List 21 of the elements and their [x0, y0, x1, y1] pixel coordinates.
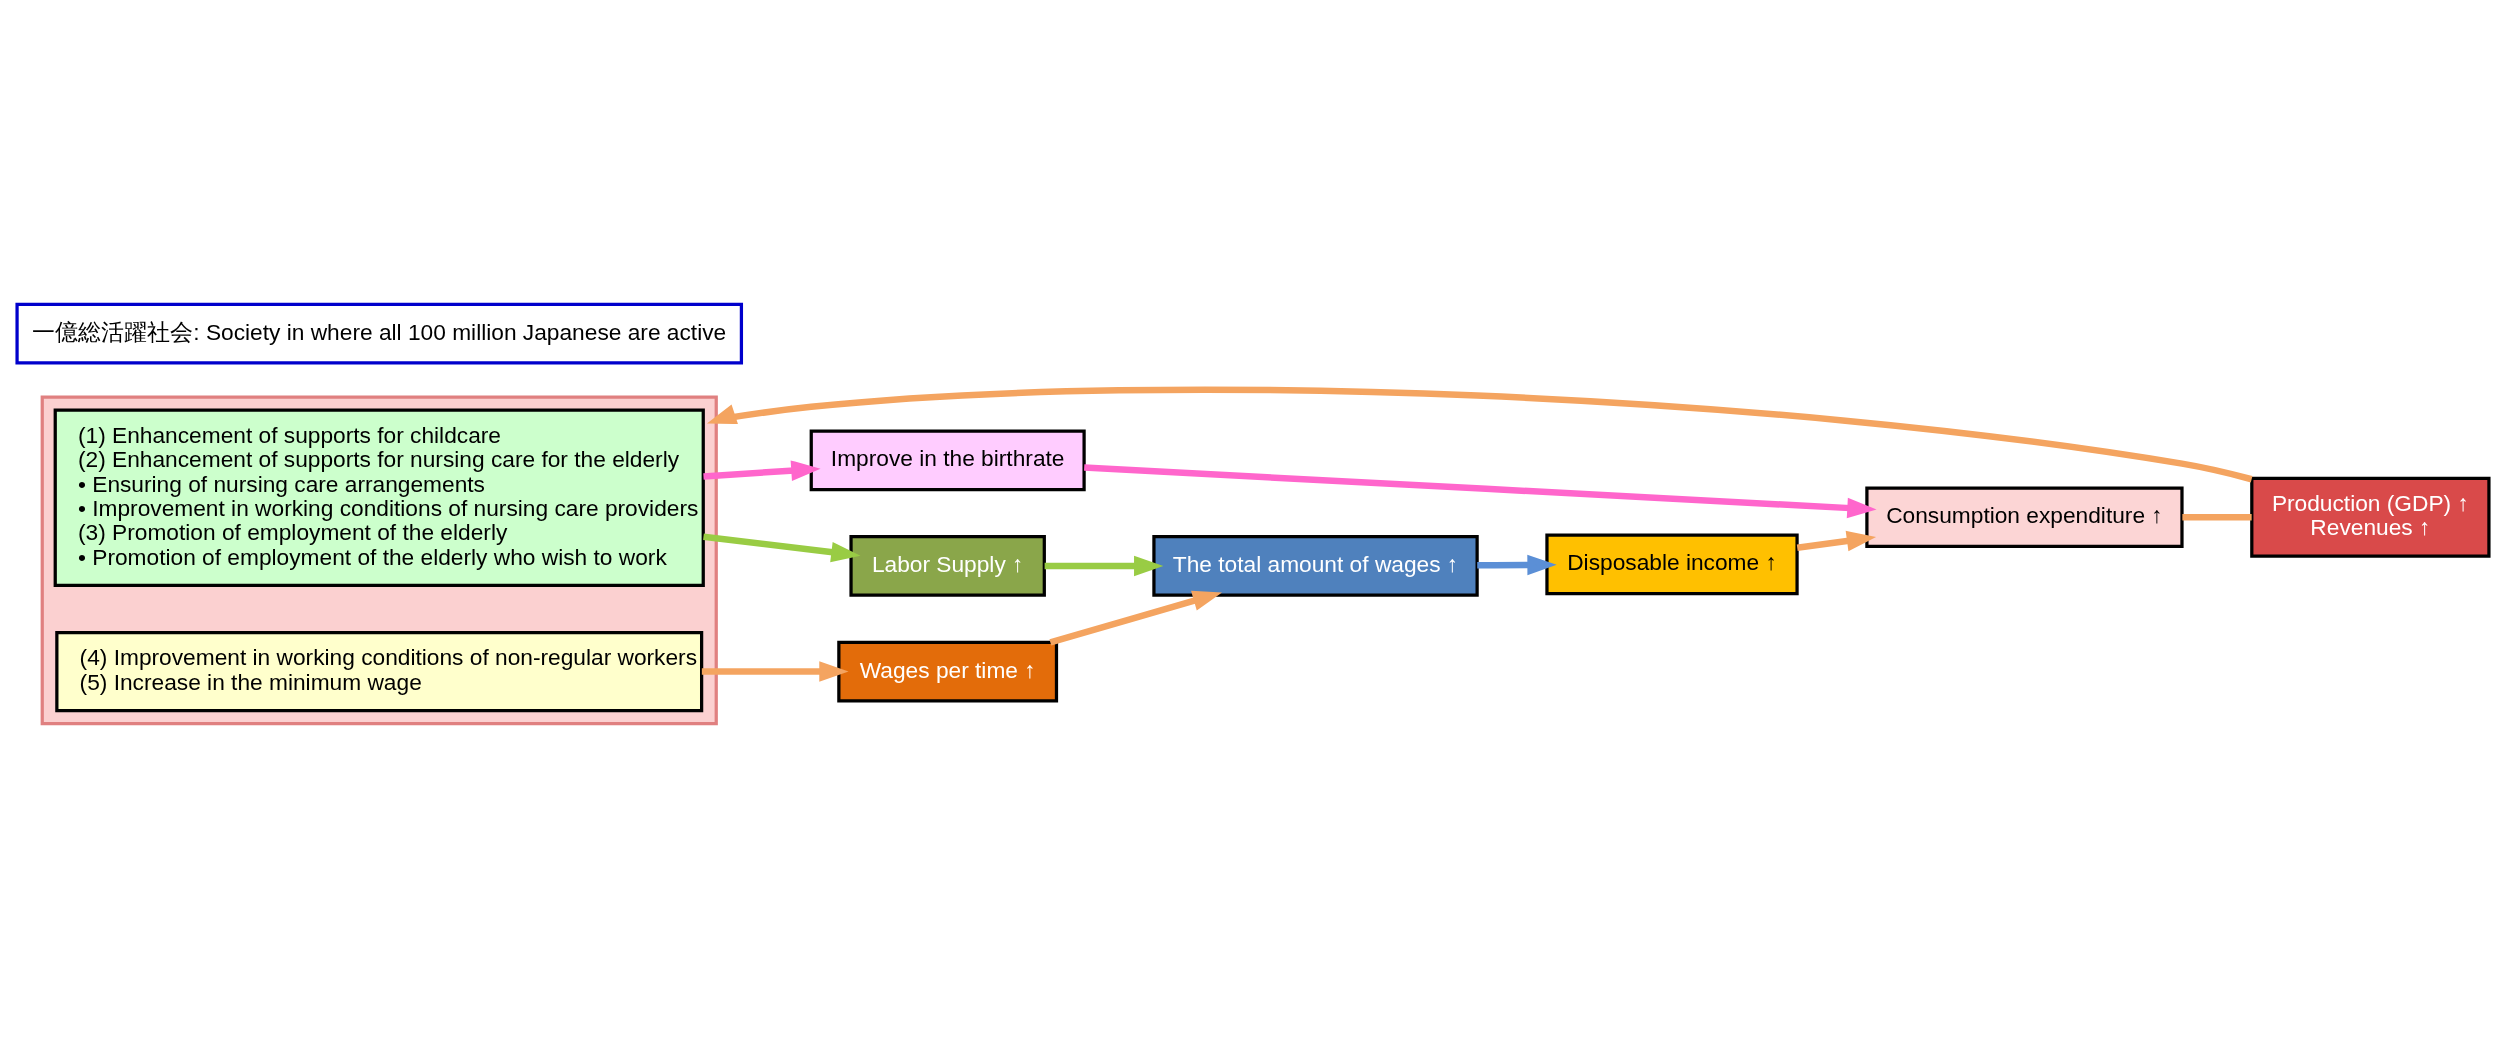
arrow	[1084, 464, 1877, 519]
connector	[2182, 514, 2252, 521]
node-box: The total amount of wages ↑	[1152, 535, 1479, 597]
node-box: Labor Supply ↑	[849, 535, 1046, 597]
arrow	[1049, 590, 1223, 646]
node-box: (1) Enhancement of supports for childcare (2) Enhancement of supports for nursing care for the elderly • Ensuring of nursing care arrangements • Improvement in working conditions of nursing care providers (3) Promotion of employment of the elderly • Promotion of employment of the elderly who wish to work	[53, 408, 705, 588]
arrow	[1796, 530, 1877, 552]
node-box: 一億総活躍社会: Society in where all 100 million Japanese are active	[15, 302, 744, 365]
cluster	[40, 395, 718, 726]
node-box: Production (GDP) ↑ Revenues ↑	[2250, 476, 2491, 558]
arrow	[706, 386, 2253, 483]
node-box: Consumption expenditure ↑	[1865, 486, 2184, 549]
arrow	[703, 460, 821, 481]
arrow	[1477, 554, 1557, 576]
node-box: Improve in the birthrate	[809, 429, 1086, 492]
node-box: Disposable income ↑	[1545, 533, 1799, 596]
arrow	[703, 533, 861, 563]
node-box: Wages per time ↑	[837, 640, 1059, 703]
arrow	[1044, 555, 1164, 577]
node-box: (4) Improvement in working conditions of non-regular workers (5) Increase in the minimum wage	[55, 630, 704, 713]
arrow	[701, 661, 849, 682]
